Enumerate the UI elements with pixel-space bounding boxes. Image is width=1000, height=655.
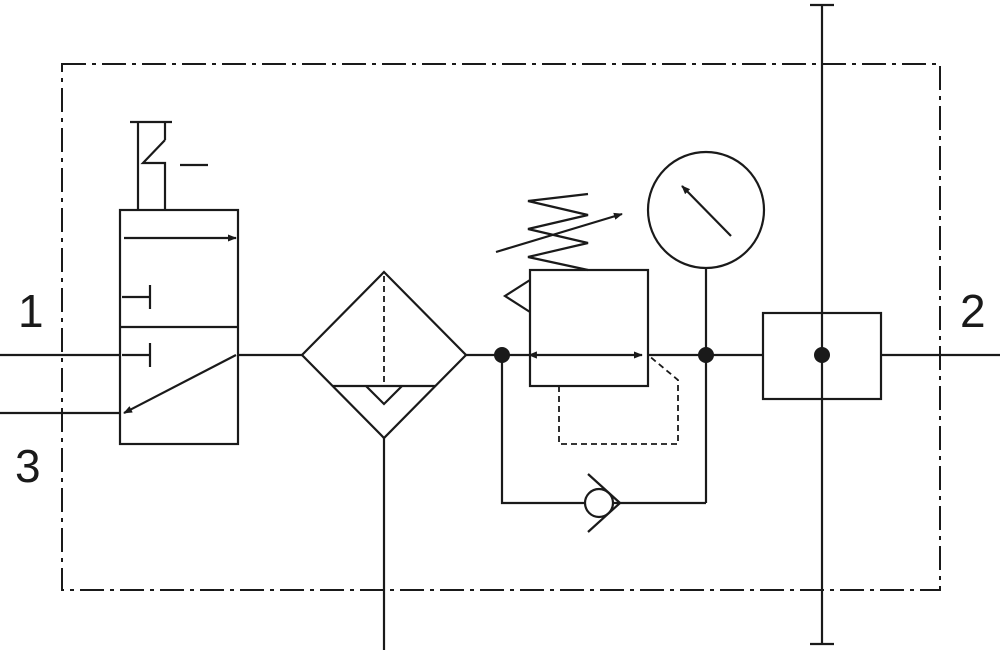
pressure-gauge (646, 150, 766, 355)
port-2-label: 2 (960, 285, 986, 337)
check-valve (583, 473, 621, 533)
adjustable-spring (495, 192, 623, 272)
port-3-label: 3 (15, 440, 41, 492)
filter-separator (300, 270, 468, 650)
pressure-regulator (502, 268, 679, 445)
assembly-boundary (61, 63, 941, 591)
shutoff-valve (118, 208, 240, 446)
port-1-label: 1 (18, 285, 44, 337)
manual-actuator (130, 120, 208, 210)
bypass-line (500, 355, 585, 505)
modular-block (761, 3, 883, 646)
